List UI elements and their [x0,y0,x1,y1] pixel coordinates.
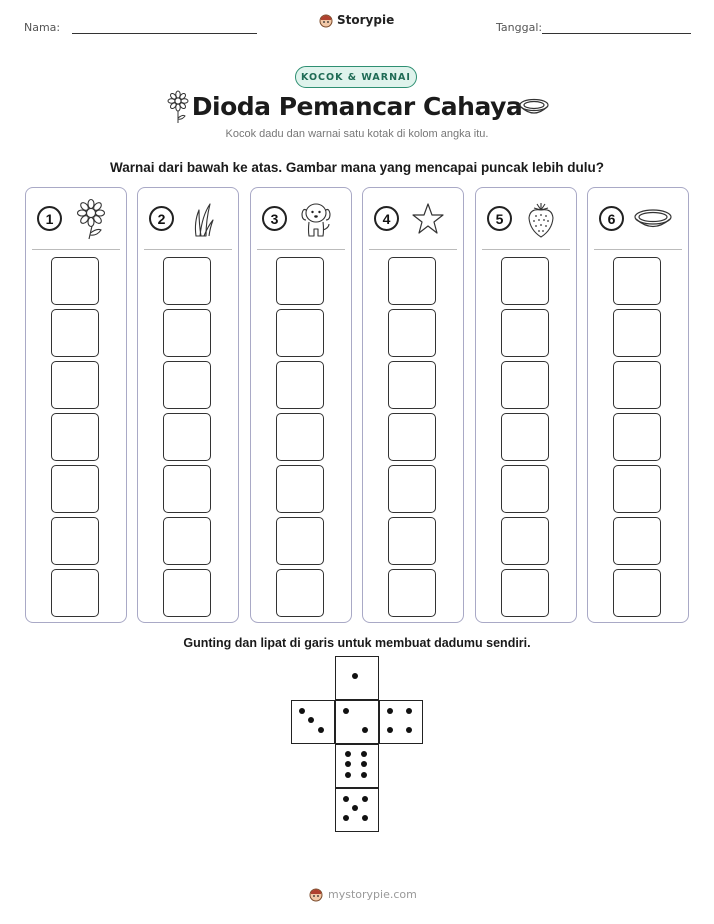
column-4: 4 [362,187,464,623]
brand-name: Storypie [337,13,395,27]
color-cell[interactable] [276,465,324,513]
color-cell[interactable] [613,309,661,357]
color-cell[interactable] [276,309,324,357]
puppy-icon [301,203,331,237]
color-cell[interactable] [163,517,211,565]
column-number: 1 [37,206,62,231]
date-line[interactable] [542,33,691,34]
name-label: Nama: [24,21,61,34]
color-cell[interactable] [501,517,549,565]
color-cell[interactable] [51,517,99,565]
color-cell[interactable] [163,465,211,513]
column-number: 4 [374,206,399,231]
color-cell[interactable] [501,413,549,461]
coloring-instruction: Warnai dari bawah ke atas. Gambar mana y… [110,160,604,175]
dice-face-5[interactable] [335,788,379,832]
color-cell[interactable] [501,257,549,305]
color-cell[interactable] [388,413,436,461]
color-cell[interactable] [613,465,661,513]
color-cell[interactable] [51,361,99,409]
column-5: 5 [475,187,577,623]
color-cell[interactable] [613,517,661,565]
column-number: 3 [262,206,287,231]
bowl-icon [519,98,549,114]
color-cell[interactable] [613,413,661,461]
color-cell[interactable] [163,309,211,357]
page-title: Dioda Pemancar Cahaya [191,92,523,121]
color-cell[interactable] [51,569,99,617]
strawberry-icon [528,203,554,238]
color-cell[interactable] [388,309,436,357]
color-cell[interactable] [613,257,661,305]
color-cell[interactable] [276,413,324,461]
color-cell[interactable] [51,257,99,305]
color-cell[interactable] [276,361,324,409]
color-cell[interactable] [51,309,99,357]
brand-logo: Storypie [318,12,394,28]
color-cell[interactable] [163,413,211,461]
color-cell[interactable] [51,413,99,461]
column-number: 2 [149,206,174,231]
column-6: 6 [587,187,689,623]
dice-face-3[interactable] [291,700,335,744]
color-cell[interactable] [388,465,436,513]
color-cell[interactable] [501,309,549,357]
flower-icon [167,90,189,123]
column-3: 3 [250,187,352,623]
page-subtitle: Kocok dadu dan warnai satu kotak di kolo… [225,128,489,140]
color-cell[interactable] [613,569,661,617]
grass-icon [194,203,214,237]
color-cell[interactable] [388,569,436,617]
bowl-icon [634,209,672,228]
date-label: Tanggal: [496,21,543,34]
column-number: 5 [487,206,512,231]
footer: mystorypie.com [308,886,417,902]
color-cell[interactable] [388,257,436,305]
dice-face-4[interactable] [379,700,423,744]
color-cell[interactable] [163,361,211,409]
color-cell[interactable] [388,361,436,409]
column-2: 2 [137,187,239,623]
color-cell[interactable] [163,569,211,617]
column-number: 6 [599,206,624,231]
activity-badge: KOCOK & WARNAI [295,66,417,88]
name-line[interactable] [72,33,257,34]
color-cell[interactable] [51,465,99,513]
color-cell[interactable] [276,517,324,565]
flower-icon [76,198,106,240]
cut-instruction: Gunting dan lipat di garis untuk membuat… [183,636,531,650]
star-icon [412,203,444,234]
color-cell[interactable] [163,257,211,305]
footer-url[interactable]: mystorypie.com [328,887,417,901]
color-cell[interactable] [276,257,324,305]
color-cell[interactable] [501,361,549,409]
dice-face-2[interactable] [335,700,379,744]
dice-face-1[interactable] [335,656,379,700]
dice-face-6[interactable] [335,744,379,788]
color-cell[interactable] [501,569,549,617]
color-cell[interactable] [501,465,549,513]
color-cell[interactable] [388,517,436,565]
color-cell[interactable] [613,361,661,409]
column-1: 1 [25,187,127,623]
storypie-mascot-icon [319,14,333,28]
color-cell[interactable] [276,569,324,617]
storypie-mascot-icon [309,888,323,902]
